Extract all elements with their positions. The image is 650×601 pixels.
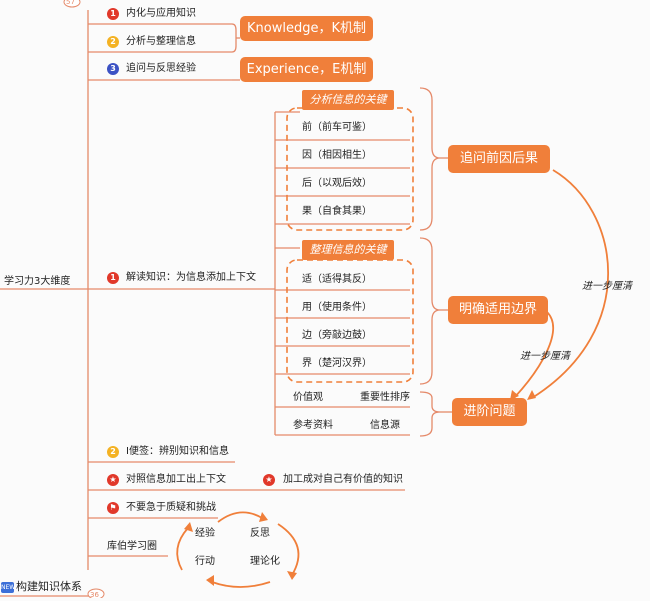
cycle-theory[interactable]: 理论化 <box>250 556 280 567</box>
topic-reflect[interactable]: 追问与反思经验 <box>126 63 196 74</box>
topic-internalize[interactable]: 内化与应用知识 <box>126 8 196 19</box>
topic-interpret[interactable]: 解读知识：为信息添加上下文 <box>126 272 256 283</box>
group2-item[interactable]: 界（楚河汉界） <box>302 358 372 369</box>
cycle-experience[interactable]: 经验 <box>195 528 215 539</box>
priority-2-icon: 2 <box>107 446 119 458</box>
arrow-label-2: 进一步厘清 <box>520 351 570 362</box>
topic-analyze[interactable]: 分析与整理信息 <box>126 36 196 47</box>
bottom-topic[interactable]: 构建知识体系 <box>16 580 82 593</box>
group1-item[interactable]: 前（前车可鉴） <box>302 122 372 133</box>
group1-item[interactable]: 果（自食其果） <box>302 206 372 217</box>
collapsed-count[interactable]: 36 <box>90 591 99 599</box>
topic-sticky[interactable]: I便签：辨别知识和信息 <box>126 446 229 457</box>
collapsed-count-top[interactable]: 57 <box>66 0 75 6</box>
topic-compare[interactable]: 对照信息加工出上下文 <box>126 474 226 485</box>
topic-process[interactable]: 加工成对自己有价值的知识 <box>283 474 403 485</box>
flag-icon: ⚑ <box>107 502 119 514</box>
group-analyze-tag[interactable]: 分析信息的关键 <box>302 90 394 110</box>
source-label[interactable]: 信息源 <box>370 420 400 431</box>
group2-item[interactable]: 适（适得其反） <box>302 274 372 285</box>
root-node[interactable]: 学习力3大维度 <box>4 276 71 287</box>
star-icon: ★ <box>107 474 119 486</box>
importance-label[interactable]: 重要性排序 <box>360 392 410 403</box>
cycle-action[interactable]: 行动 <box>195 556 215 567</box>
group1-item[interactable]: 后（以观后效） <box>302 178 372 189</box>
cycle-reflect[interactable]: 反思 <box>250 528 270 539</box>
reference-label[interactable]: 参考资料 <box>293 420 333 431</box>
priority-1-icon: 1 <box>107 272 119 284</box>
star-icon: ★ <box>263 474 275 486</box>
topic-kolb[interactable]: 库伯学习圈 <box>107 541 157 552</box>
group2-item[interactable]: 边（旁敲边鼓） <box>302 330 372 341</box>
values-label[interactable]: 价值观 <box>293 392 323 403</box>
priority-1-icon: 1 <box>107 8 119 20</box>
jinjie-box[interactable]: 进阶问题 <box>452 398 527 426</box>
group-organize-tag[interactable]: 整理信息的关键 <box>302 240 394 260</box>
priority-3-icon: 3 <box>107 63 119 75</box>
group1-item[interactable]: 因（相因相生） <box>302 150 372 161</box>
priority-2-icon: 2 <box>107 36 119 48</box>
new-badge-icon: NEW <box>1 582 16 593</box>
experience-box[interactable]: Experience，E机制 <box>240 57 373 82</box>
zhuiwen-box[interactable]: 追问前因后果 <box>448 145 550 173</box>
knowledge-box[interactable]: Knowledge，K机制 <box>240 16 373 41</box>
topic-no-rush[interactable]: 不要急于质疑和挑战 <box>126 502 216 513</box>
mingque-box[interactable]: 明确适用边界 <box>448 296 548 324</box>
group2-item[interactable]: 用（使用条件） <box>302 302 372 313</box>
arrow-label-1: 进一步厘清 <box>582 281 632 292</box>
